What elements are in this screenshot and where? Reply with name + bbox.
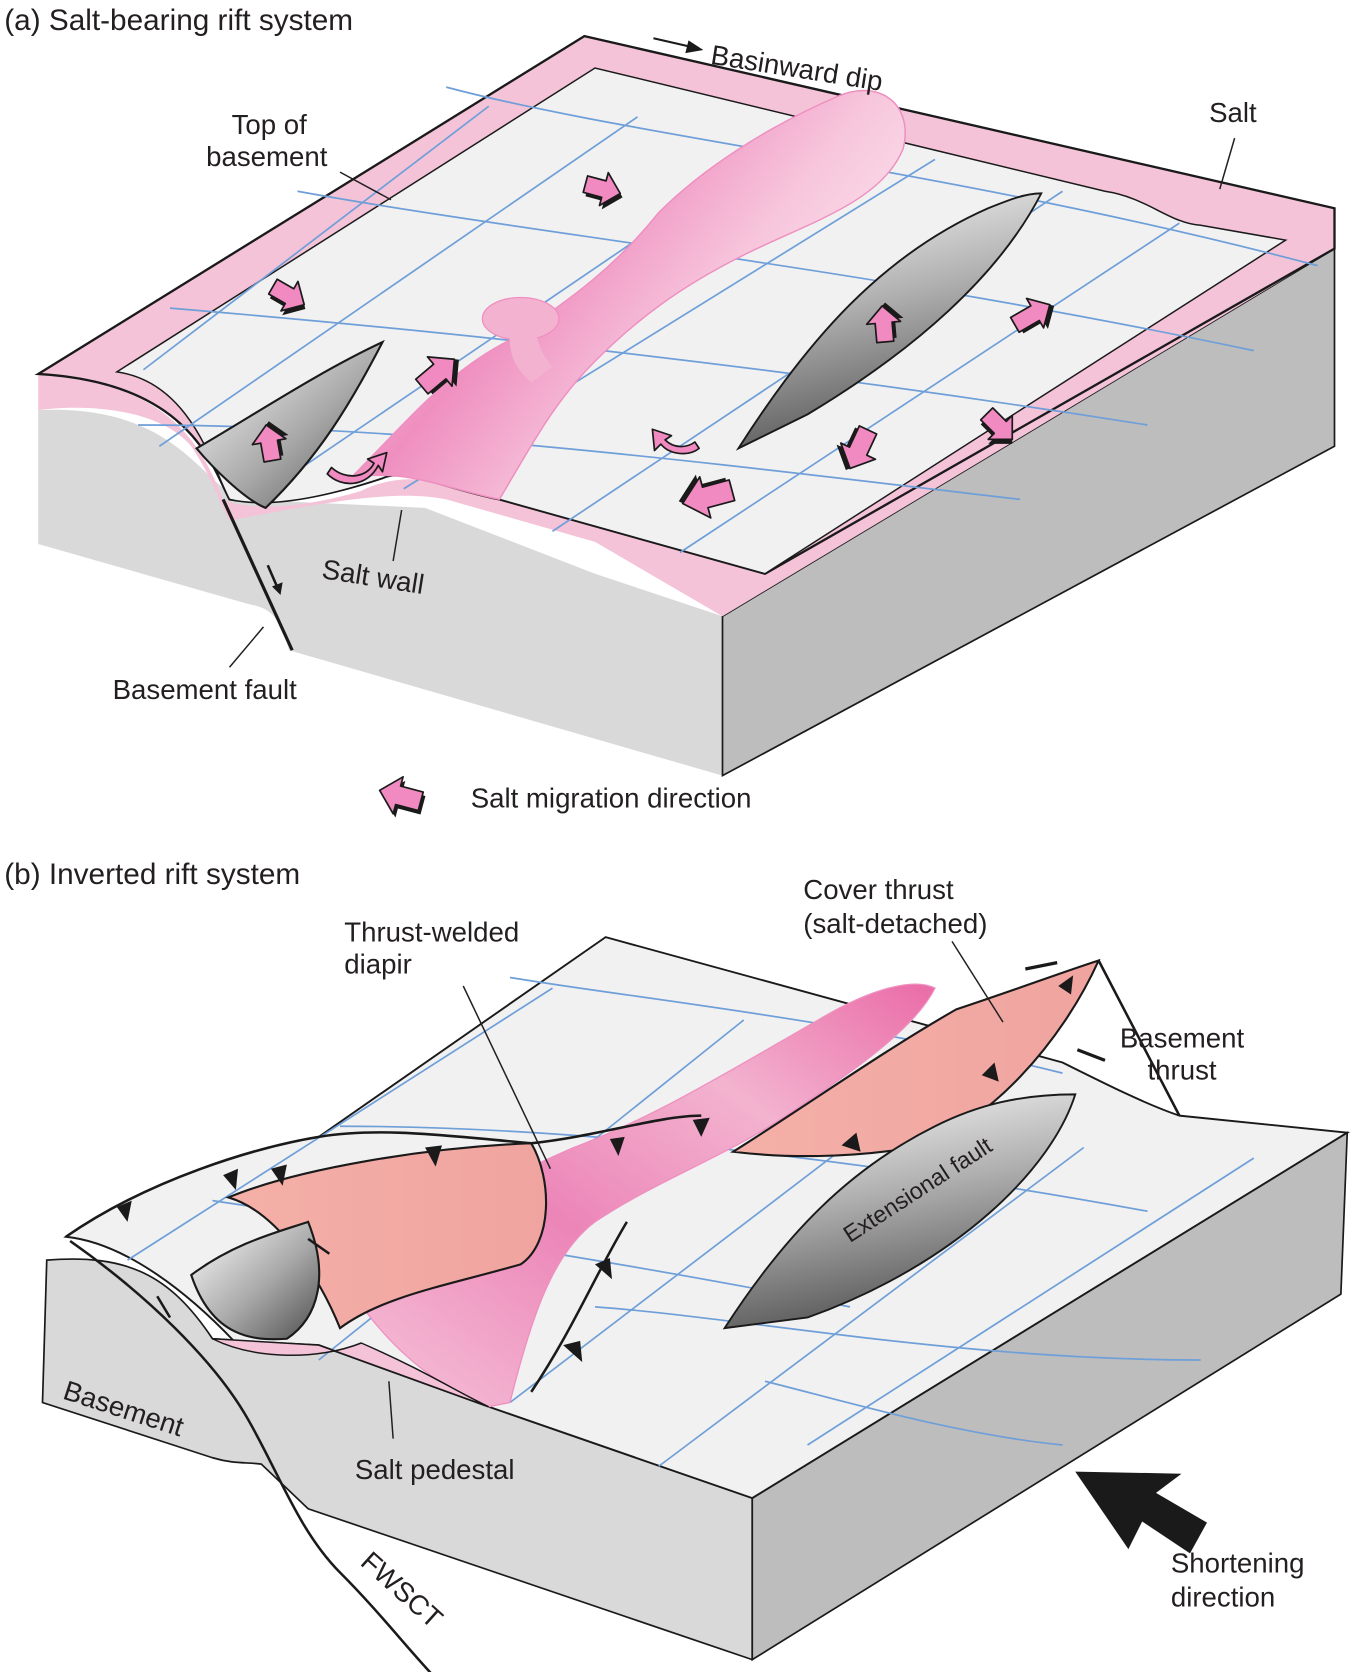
left-fault-scarp [194,339,385,510]
salt-migration-arrow-icon [836,425,878,471]
leader-thrust-welded [462,985,552,1170]
salt-pedestal [212,1338,490,1408]
leader-salt-pedestal [388,1381,394,1439]
salt-migration-arrow-icon [1009,297,1055,334]
dip-arrow-icon [653,37,691,48]
label-top-of-basement-2: basement [206,141,328,172]
leader-salt [1219,137,1236,190]
salt-migration-arrow-icon [267,278,306,316]
label-basement-fault: Basement fault [113,674,297,705]
extensional-fault-lens [722,1093,1077,1330]
label-basement-thrust-1: Basement [1120,1023,1245,1054]
panel-a-title: (a) Salt-bearing rift system [4,4,353,37]
basement-block-front [38,409,723,776]
label-salt: Salt [1209,97,1257,128]
curved-salt-arrow-icon [326,451,388,485]
basement-thrust-trace [530,1221,628,1393]
leader-basement-fault [228,626,265,668]
basement-fault-line [221,498,294,651]
basement-slip-arrow-icon [1076,1048,1106,1062]
label-shortening-2: direction [1171,1582,1275,1613]
label-basement-thrust-2: thrust [1148,1055,1217,1086]
shortening-direction-arrow-icon [1075,1471,1207,1554]
fwsct-fault-line [69,1239,432,1672]
leader-top-of-basement [339,171,392,201]
legend-label: Salt migration direction [471,783,752,814]
salt-migration-arrows [251,171,1055,519]
salt-migration-arrow-icon [582,171,623,210]
panel-a: (a) Salt-bearing rift system [4,4,1336,818]
leader-cover-thrust [951,940,1004,1023]
thrust-slip-arrow-icon [307,1237,331,1255]
label-thrust-welded-1: Thrust-welded [344,916,519,947]
label-fwsct: FWSCT [355,1545,449,1634]
salt-migration-arrow-icon [414,356,459,395]
label-cover-thrust-2: (salt-detached) [803,908,987,939]
dip-arrowhead-icon [685,40,704,54]
label-thrust-welded-2: diapir [344,948,412,979]
cover-slip-arrow-icon [1024,961,1058,971]
label-cover-thrust-1: Cover thrust [803,874,954,905]
salt-diapir-stem [509,331,553,383]
curved-salt-arrow-icon [651,428,700,455]
panel-b: (b) Inverted rift system [4,858,1351,1672]
legend: Salt migration direction [378,775,752,818]
fault-slip-arrowhead-icon [272,582,283,595]
basement-thrust-line [1097,959,1181,1117]
salt-migration-arrow-icon [251,421,289,463]
label-salt-pedestal: Salt pedestal [355,1454,515,1485]
thrust-front-line [65,1114,702,1238]
label-shortening-1: Shortening [1171,1548,1305,1579]
label-top-of-basement-1: Top of [232,109,308,140]
left-extensional-fault-b [189,1220,321,1341]
thrust-welded-diapir [349,983,936,1408]
fault-slip-arrow-b-icon [156,1295,172,1319]
panel-b-title: (b) Inverted rift system [4,858,300,891]
leader-salt-wall [392,509,403,562]
salt-migration-arrow-icon [678,474,736,519]
salt-migration-arrow-icon [865,302,904,344]
legend-salt-migration-arrow-icon [378,775,426,818]
thrust-teeth [116,975,1074,1363]
salt-migration-arrow-icon [979,406,1014,444]
